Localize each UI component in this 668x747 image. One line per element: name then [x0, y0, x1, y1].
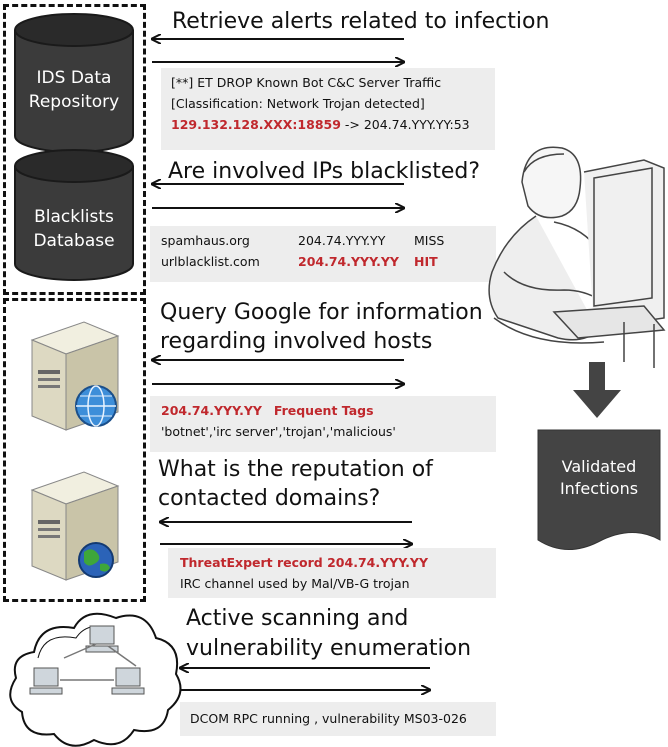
down-arrow-icon — [573, 362, 621, 418]
google-ip: 204.74.YYY.YY — [161, 403, 262, 418]
google-panel-title: 204.74.YYY.YY Frequent Tags — [161, 400, 486, 421]
ids-db-label-line1: IDS Data — [36, 68, 112, 88]
blacklist-ip: 204.74.YYY.YY — [298, 254, 399, 269]
reputation-heading: What is the reputation of contacted doma… — [158, 455, 433, 513]
security-analyst-icon — [488, 146, 666, 368]
google-heading-line2: regarding involved hosts — [160, 329, 433, 354]
database-group-box — [3, 4, 146, 295]
reputation-server-icon — [30, 471, 120, 581]
web-server-globe-icon — [30, 321, 120, 431]
web-services-group-box — [3, 298, 146, 602]
blacklist-result: HIT — [414, 254, 438, 269]
blacklist-source: urlblacklist.com — [161, 254, 260, 269]
ids-alert-line2: [Classification: Network Trojan detected… — [171, 96, 425, 111]
scanning-panel-line1: DCOM RPC running , vulnerability MS03-02… — [190, 711, 467, 726]
google-tags: 'botnet','irc server','trojan','maliciou… — [161, 424, 396, 439]
blacklist-ip: 204.74.YYY.YY — [298, 233, 386, 248]
google-panel: 204.74.YYY.YY Frequent Tags 'botnet','ir… — [150, 396, 496, 452]
ids-database-label: IDS Data Repository — [15, 66, 133, 114]
google-heading: Query Google for information regarding i… — [160, 298, 483, 356]
reputation-heading-line2: contacted domains? — [158, 486, 381, 511]
blacklist-row: urlblacklist.com 204.74.YYY.YY HIT — [161, 251, 486, 272]
scanning-heading-line1: Active scanning and — [186, 606, 409, 631]
blacklist-result: MISS — [414, 233, 445, 248]
blacklists-heading: Are involved IPs blacklisted? — [168, 159, 481, 184]
reputation-heading-line1: What is the reputation of — [158, 457, 433, 482]
blacklists-database-label: Blacklists Database — [15, 205, 133, 253]
blacklist-row: spamhaus.org 204.74.YYY.YY MISS — [161, 230, 486, 251]
ids-alert-destination: -> 204.74.YYY.YY:53 — [340, 117, 470, 132]
ids-alert-line3: 129.132.128.XXX:18859 -> 204.74.YYY.YY:5… — [171, 114, 485, 135]
ids-heading: Retrieve alerts related to infection — [172, 9, 550, 34]
blacklists-database-icon — [14, 149, 134, 281]
scanning-heading: Active scanning and vulnerability enumer… — [186, 604, 471, 664]
reputation-panel: ThreatExpert record 204.74.YYY.YY IRC ch… — [168, 548, 496, 598]
ids-db-label-line2: Repository — [28, 92, 120, 112]
validated-infections-label: Validated Infections — [536, 456, 662, 500]
blacklist-source: spamhaus.org — [161, 233, 250, 248]
scanning-panel: DCOM RPC running , vulnerability MS03-02… — [180, 702, 496, 736]
validated-infections-document-icon — [537, 429, 661, 551]
network-cloud-icon — [9, 612, 182, 747]
validated-infections-line1: Validated — [561, 457, 637, 476]
ids-alert-line1: [**] ET DROP Known Bot C&C Server Traffi… — [171, 75, 442, 90]
blacklists-panel: spamhaus.org 204.74.YYY.YY MISS urlblackli… — [150, 226, 496, 282]
blacklists-db-label-line1: Blacklists — [34, 207, 114, 227]
google-tags-label: Frequent Tags — [273, 403, 374, 418]
scanning-heading-line2: vulnerability enumeration — [186, 636, 472, 661]
reputation-panel-title: ThreatExpert record 204.74.YYY.YY — [180, 555, 429, 570]
validated-infections-line2: Infections — [559, 479, 639, 498]
ids-alert-source-ip: 129.132.128.XXX:18859 — [171, 117, 341, 132]
ids-database-icon — [14, 13, 134, 153]
blacklists-db-label-line2: Database — [33, 231, 115, 251]
google-heading-line1: Query Google for information — [160, 300, 483, 325]
ids-alert-panel: [**] ET DROP Known Bot C&C Server Traffi… — [161, 68, 495, 150]
reputation-panel-line2: IRC channel used by Mal/VB-G trojan — [180, 576, 410, 591]
